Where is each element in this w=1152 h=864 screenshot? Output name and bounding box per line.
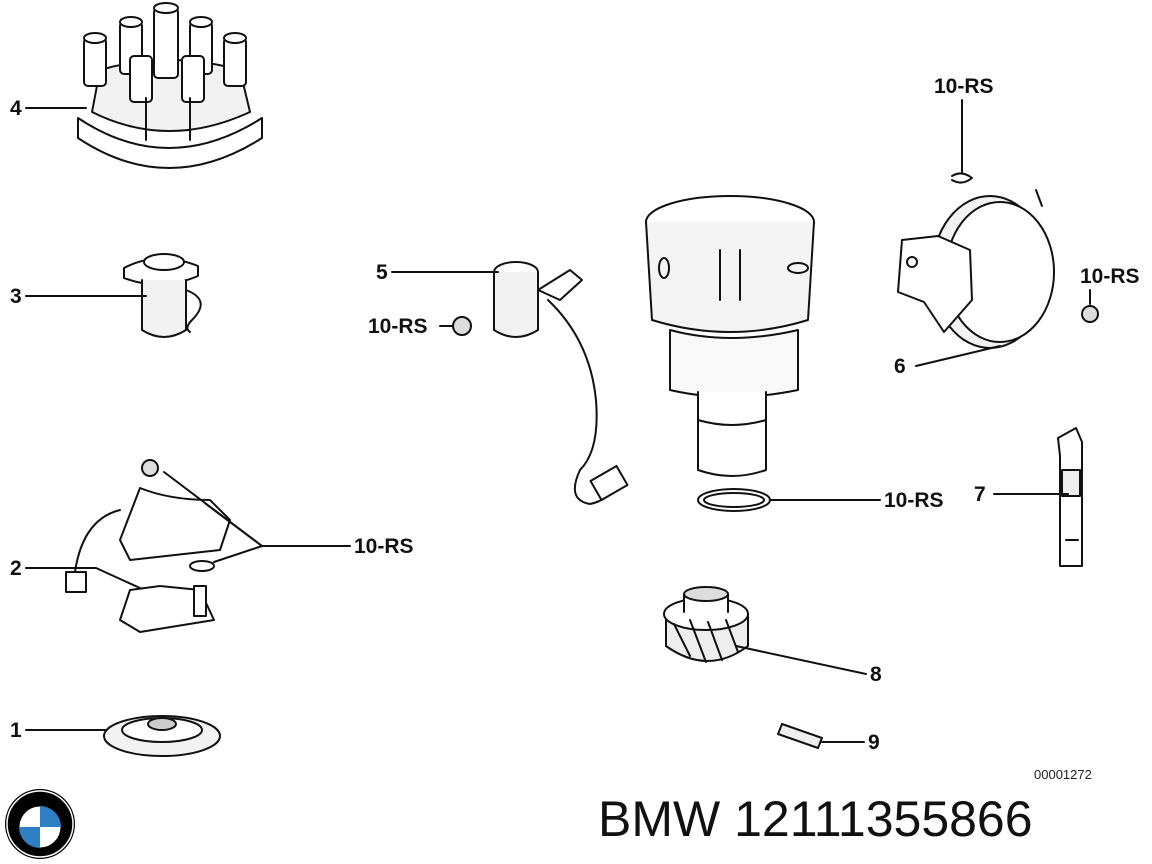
drive-gear [663, 586, 749, 663]
roll-pin [777, 723, 823, 749]
bmw-logo [5, 789, 75, 859]
contact-breaker-assembly [65, 459, 231, 633]
callout-9: 9 [868, 731, 880, 754]
locking-pin [1057, 427, 1083, 567]
capacitor-screw [439, 316, 472, 336]
drawing-code: 00001272 [1034, 767, 1092, 782]
callout-5: 5 [376, 261, 388, 284]
callout-10rs-top: 10-RS [934, 75, 994, 98]
callout-1: 1 [10, 719, 22, 742]
brand-part-number: BMW 12111355866 [598, 791, 1033, 847]
callout-8: 8 [870, 663, 882, 686]
callout-7: 7 [974, 483, 986, 506]
distributor-rotor [123, 253, 202, 338]
callout-10rs-plate: 10-RS [354, 535, 414, 558]
vacuum-advance-unit [897, 172, 1099, 349]
distributor-housing [645, 195, 815, 512]
callout-6: 6 [894, 355, 906, 378]
callout-2: 2 [10, 557, 22, 580]
callout-3: 3 [10, 285, 22, 308]
distributor-cap [77, 2, 263, 169]
callout-10rs-right: 10-RS [1080, 265, 1140, 288]
callout-4: 4 [10, 97, 22, 120]
callout-10rs-oring: 10-RS [884, 489, 944, 512]
capacitor-assembly [493, 261, 629, 505]
callout-10rs-capacitor: 10-RS [368, 315, 428, 338]
dust-cover-disc [103, 715, 221, 757]
